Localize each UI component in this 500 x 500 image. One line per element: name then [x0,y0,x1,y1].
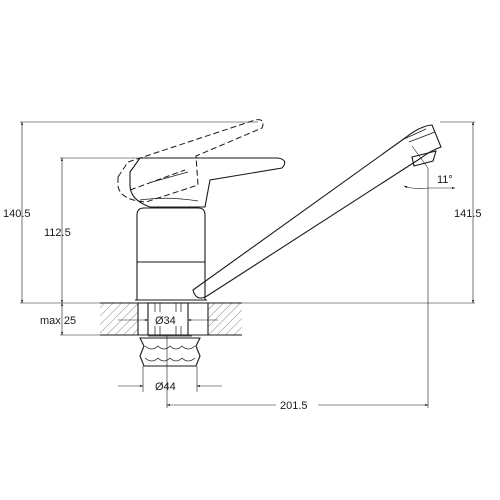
spout-reach-label: 201.5 [280,400,308,412]
dimension-body-height: 112.5 [44,157,71,304]
lever-handle-raised [117,119,264,203]
lever-handle [129,157,286,208]
spout-angle-label: 11° [437,174,453,186]
extension-lines [20,121,475,408]
overall-height-label: 140.5 [3,208,31,220]
countertop-section [100,302,242,336]
faucet-body [132,207,210,304]
base-diameter-label: Ø44 [155,381,176,393]
dimension-base-diameter: Ø44 [118,381,222,393]
spout [192,124,442,299]
body-height-label: 112.5 [44,227,71,239]
max-thickness-label: max 25 [40,315,76,327]
dimension-overall-height: 140.5 [3,121,31,304]
fixing-nut [139,335,201,367]
dimension-spout-angle: 11° [403,145,456,190]
dimension-spout-height: 141.5 [454,121,482,304]
dimension-spout-reach: 201.5 [166,398,429,412]
spout-height-label: 141.5 [454,208,482,220]
hole-diameter-label: Ø34 [155,315,176,327]
dimension-max-thickness: max 25 [40,302,76,336]
dimension-hole-diameter: Ø34 [118,312,218,327]
